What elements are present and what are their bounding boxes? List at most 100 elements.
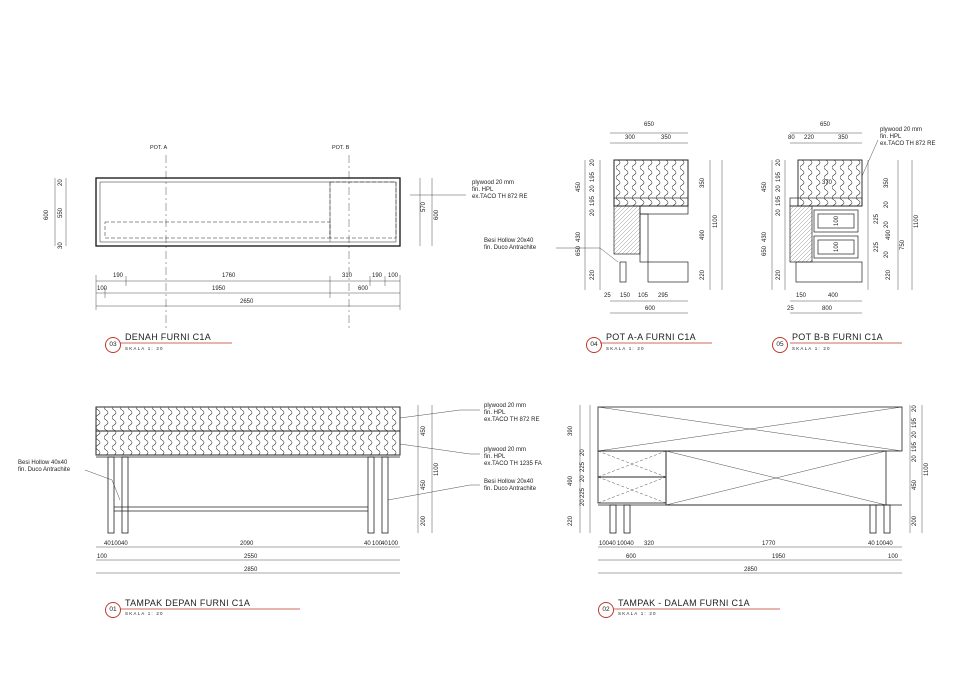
dim-label: 150 [796,293,807,299]
dim-label: 40 [121,541,128,547]
dim-label: 430 [762,231,768,242]
dim-label: 1760 [222,273,236,279]
dim-label: 400 [828,293,839,299]
dim-label: 650 [644,122,655,128]
dim-label: 20 [590,159,596,166]
dim-label: 1950 [212,286,226,292]
plan-view [54,155,466,330]
dim-label: 20 [590,209,596,216]
dim-label: 600 [645,306,656,312]
dim-label: 2850 [244,567,258,573]
dim-label: 20 [590,185,596,192]
dim-label: 100 [372,541,383,547]
dim-label: 80 [788,135,795,141]
dim-label: 2550 [244,554,258,560]
dim-label: 650 [762,245,768,256]
dim-label: 350 [884,177,890,188]
dim-label: 100 [834,241,840,252]
dim-label: 195 [912,417,918,428]
dim-label: 600 [44,209,50,220]
section-a [556,132,723,314]
dim-label: 750 [900,239,906,250]
dim-label: 25 [787,306,794,312]
dim-label: 600 [358,286,369,292]
drawing-number: 05 [772,337,788,353]
dim-label: 195 [776,171,782,182]
dim-label: 40 [886,541,893,547]
drawing-number: 03 [105,337,121,353]
section-b [771,132,913,314]
drawing-number: 02 [598,602,614,618]
dim-label: 490 [700,229,706,240]
dim-label: 650 [820,122,831,128]
dim-label: 320 [644,541,655,547]
dim-label: 100 [876,541,887,547]
dim-label: 1100 [924,463,930,476]
dim-label: 40 [609,541,616,547]
dim-label: 20 [776,159,782,166]
dim-label: 350 [700,177,706,188]
dim-label: 1950 [772,554,786,560]
dim-label: 100 [97,554,108,560]
dim-label: 200 [421,515,427,526]
dim-label: 100 [617,541,628,547]
drawing-scale: SKALA 1: 20 [618,611,657,616]
dim-label: 100 [388,273,399,279]
dim-label: 100 [97,286,108,292]
dim-label: 390 [568,425,574,436]
dim-label: 450 [762,181,768,192]
dim-label: 20 [580,449,586,456]
dim-label: 2090 [240,541,254,547]
dim-label: 20 [884,201,890,208]
dim-label: 1100 [914,215,920,228]
dim-label: 550 [58,207,64,218]
dim-label: 1100 [434,463,440,476]
dim-label: 190 [113,273,124,279]
dim-label: 225 [580,461,586,472]
title-underlines [120,342,902,610]
dim-label: 490 [886,229,892,240]
dim-label: 20 [884,221,890,228]
dim-label: 2850 [744,567,758,573]
dim-label: 450 [576,181,582,192]
dim-label: 30 [58,242,64,249]
drawing-title: POT B-B FURNI C1A [792,332,883,342]
dim-label: 190 [372,273,383,279]
dim-label: 100 [388,541,399,547]
dim-label: 40 [104,541,111,547]
drawing-scale: SKALA 1: 20 [792,346,831,351]
dim-label: 195 [776,195,782,206]
dim-label: 450 [912,479,918,490]
dim-label: 220 [700,269,706,280]
dim-label: 195 [590,195,596,206]
dim-label: 350 [838,135,849,141]
dim-label: 600 [434,209,440,220]
section-mark-a: POT. A [150,145,168,151]
drawing-scale: SKALA 1: 20 [125,346,164,351]
dim-label: 450 [421,479,427,490]
dim-label: 490 [568,475,574,486]
dim-label: 220 [590,269,596,280]
section-mark-b: POT. B [332,145,350,151]
dim-label: 300 [625,135,636,141]
dim-label: 1100 [713,215,719,228]
dim-label: 20 [580,475,586,482]
dim-label: 310 [342,273,353,279]
drawing-number: 04 [586,337,602,353]
dim-label: 1770 [762,541,776,547]
dim-label: 20 [776,209,782,216]
dim-label: 225 [874,213,880,224]
dim-label: 20 [580,499,586,506]
dim-label: 195 [912,441,918,452]
dim-label: 220 [776,269,782,280]
dim-label: 105 [638,293,649,299]
dim-label: 650 [576,245,582,256]
dim-label: 150 [620,293,631,299]
front-elevation [84,405,480,574]
